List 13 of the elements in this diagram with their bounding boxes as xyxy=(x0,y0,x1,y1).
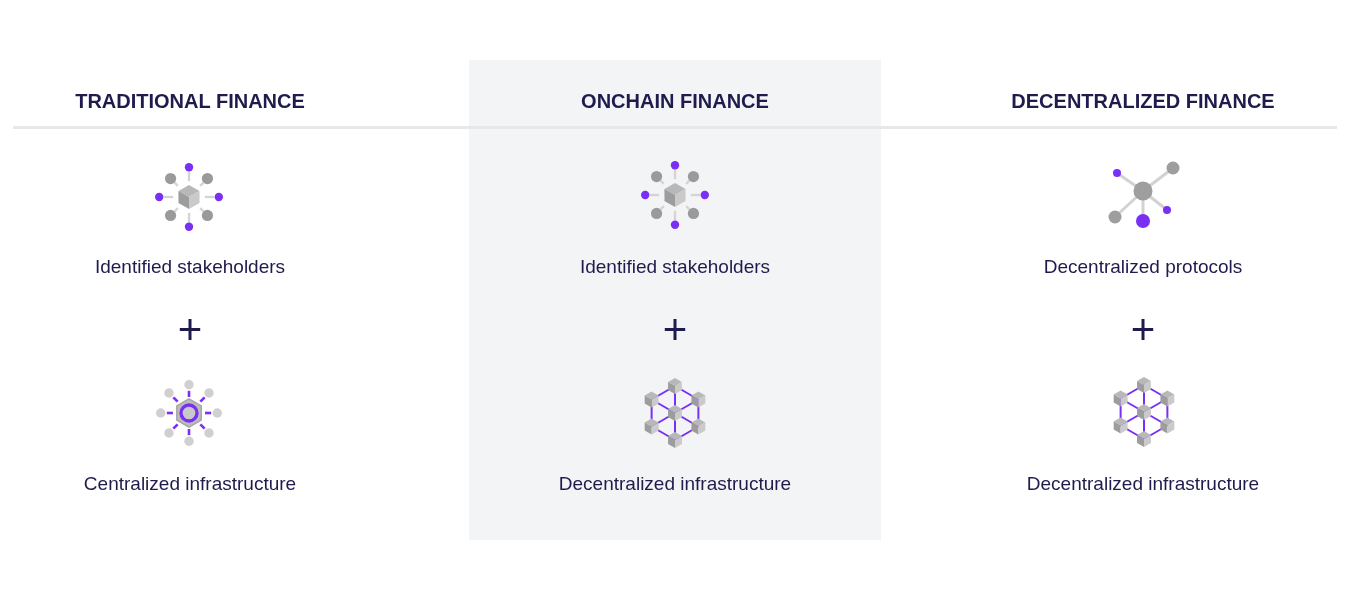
feature-label: Decentralized infrastructure xyxy=(558,473,792,495)
feature-label: Centralized infrastructure xyxy=(83,473,297,495)
column-heading: TRADITIONAL FINANCE xyxy=(75,89,305,113)
feature-label: Decentralized protocols xyxy=(1043,256,1243,278)
feature-label: Identified stakeholders xyxy=(94,256,286,278)
plus-sign: + xyxy=(177,309,203,351)
feature-label: Identified stakeholders xyxy=(579,256,771,278)
plus-sign: + xyxy=(1130,309,1156,351)
feature-label: Decentralized infrastructure xyxy=(1026,473,1260,495)
column-heading: DECENTRALIZED FINANCE xyxy=(1011,89,1275,113)
highlight-panel xyxy=(469,60,881,540)
column-heading: ONCHAIN FINANCE xyxy=(581,89,769,113)
plus-sign: + xyxy=(662,309,688,351)
